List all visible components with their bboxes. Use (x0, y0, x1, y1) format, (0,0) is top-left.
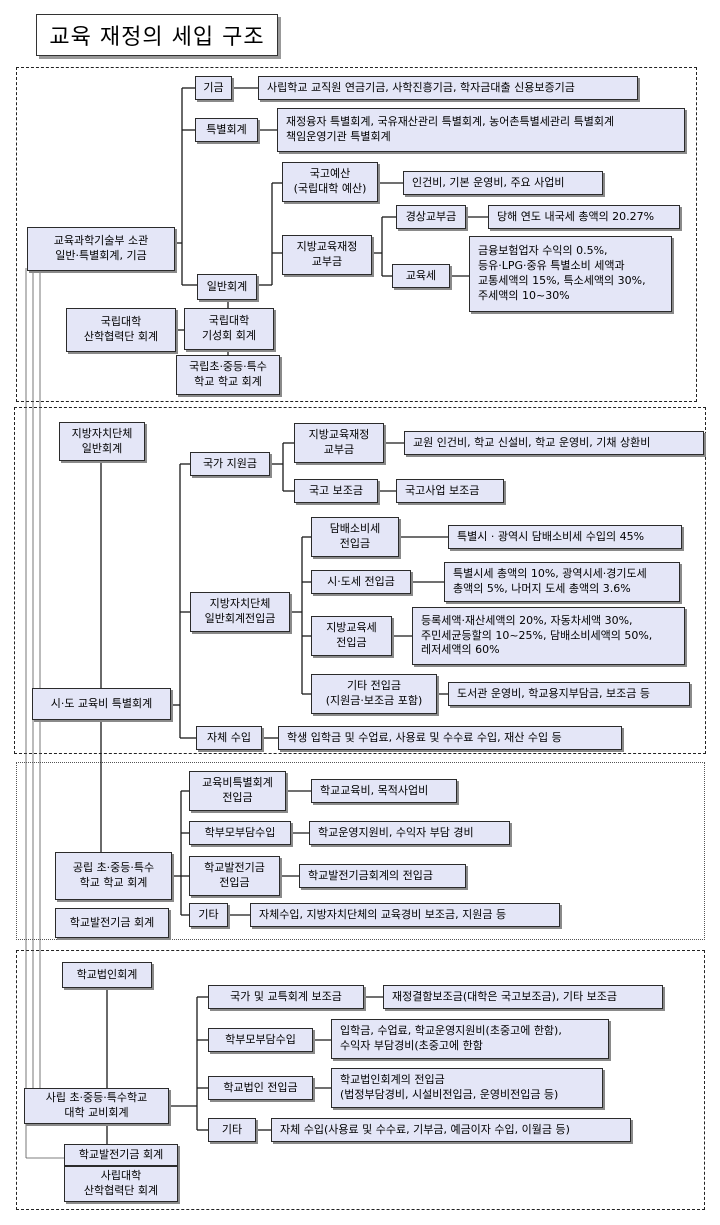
special-account-desc-box: 재정융자 특별회계, 국유재산관리 특별회계, 농어촌특별세관리 특별회계 책임… (277, 108, 685, 152)
natl-school-account-box: 국립초·중등·특수 학교 학교 회계 (176, 355, 280, 395)
corp-transfer-box: 학교법인 전입금 (208, 1076, 313, 1100)
fund-desc-box: 사립학교 교직원 연금기금, 사학진흥기금, 학자금대출 신용보증기금 (258, 76, 638, 100)
edu-special-transfer-desc-box: 학교교육비, 목적사업비 (311, 779, 457, 803)
corp-transfer-desc-box: 학교법인회계의 전입금 (법정부담경비, 시설비전입금, 운영비전입금 등) (331, 1068, 603, 1108)
own-revenue-desc-box: 학생 입학금 및 수업료, 사용료 및 수수료 수입, 재산 수입 등 (278, 726, 622, 750)
national-budget-box: 국고예산 (국립대학 예산) (282, 162, 378, 202)
public-dev-fund-box: 학교발전기금 회계 (55, 908, 169, 938)
edu-tax-desc-box: 금융보험업자 수익의 0.5%, 등유·LPG·중유 특별소비 세액과 교통세액… (469, 236, 672, 312)
section-ministry-frame (16, 67, 697, 402)
other-transfer-box: 기타 전입금 (지원금·보조금 포함) (311, 674, 437, 714)
tobacco-transfer-desc-box: 특별시 · 광역시 담배소비세 수입의 45% (448, 525, 682, 549)
local-edu-grant-box: 지방교육재정 교부금 (282, 235, 372, 275)
general-account-box: 일반회계 (197, 274, 257, 300)
private-school-account-box: 사립 초·중등·특수학교 대학 교비회계 (24, 1088, 169, 1124)
natl-univ-dev-box: 국립대학 기성회 회계 (184, 308, 274, 350)
dev-fund-transfer-box: 학교발전기금 전입금 (189, 856, 280, 896)
city-tax-transfer-box: 시·도세 전입금 (311, 570, 411, 594)
national-support-box: 국가 지원금 (190, 452, 270, 476)
tobacco-transfer-box: 담배소비세 전입금 (311, 517, 399, 557)
private-parent-share-desc-box: 입학금, 수업료, 학교운영지원비(초중고에 한함), 수익자 부담경비(초중고… (331, 1019, 609, 1059)
parent-share-desc-box: 학교운영지원비, 수익자 부담 경비 (309, 821, 510, 845)
natl-univ-industry-box: 국립대학 산학협력단 회계 (66, 308, 176, 352)
local-gov-account-box: 지방자치단체 일반회계 (59, 422, 145, 461)
dev-fund-transfer-desc-box: 학교발전기금회계의 전입금 (299, 864, 466, 888)
ordinary-grant-desc-box: 당해 연도 내국세 총액의 20.27% (488, 205, 680, 229)
section-private-school-frame (16, 950, 705, 1210)
local-grant-desc-box: 교원 인건비, 학교 신설비, 학교 운영비, 기채 상환비 (404, 431, 704, 455)
section-public-school-frame (16, 762, 705, 940)
private-parent-share-box: 학부모부담수입 (208, 1028, 313, 1052)
public-other-desc-box: 자체수입, 지방자치단체의 교육경비 보조금, 지원금 등 (250, 903, 560, 927)
city-tax-transfer-desc-box: 특별시세 총액의 10%, 광역시세·경기도세 총액의 5%, 나머지 도세 총… (444, 562, 680, 602)
ordinary-grant-box: 경상교부금 (396, 205, 466, 229)
national-special-subsidy-box: 국가 및 교특회계 보조금 (208, 985, 364, 1009)
edu-tax-box: 교육세 (392, 264, 450, 288)
private-other-box: 기타 (208, 1118, 256, 1142)
edu-special-account-box: 시·도 교육비 특별회계 (32, 688, 171, 720)
fund-box: 기금 (195, 76, 232, 100)
school-corp-account-box: 학교법인회계 (62, 962, 152, 988)
edu-special-transfer-box: 교육비특별회계 전입금 (189, 771, 286, 811)
local-edu-tax-desc-box: 등록세액·재산세액의 20%, 자동차세액 30%, 주민세균등할의 10~25… (412, 607, 685, 665)
page-title: 교육 재정의 세입 구조 (36, 14, 278, 56)
local-edu-tax-box: 지방교육세 전입금 (311, 616, 392, 656)
national-special-subsidy-desc-box: 재정결함보조금(대학은 국고보조금), 기타 보조금 (383, 985, 663, 1009)
own-revenue-box: 자체 수입 (196, 726, 262, 750)
public-school-account-box: 공립 초·중등·특수 학교 학교 회계 (55, 852, 172, 900)
ministry-account-box: 교육과학기술부 소관 일반·특별회계, 기금 (27, 227, 175, 271)
national-subsidy-desc-box: 국고사업 보조금 (396, 479, 504, 503)
national-subsidy-box: 국고 보조금 (294, 479, 378, 503)
local-gov-transfer-box: 지방자치단체 일반회계전입금 (190, 592, 290, 632)
national-budget-desc-box: 인건비, 기본 운영비, 주요 사업비 (403, 171, 603, 195)
special-account-box: 특별회계 (195, 118, 258, 142)
private-univ-industry-box: 사립대학 산학협력단 회계 (64, 1166, 178, 1202)
parent-share-box: 학부모부담수입 (189, 821, 291, 845)
other-transfer-desc-box: 도서관 운영비, 학교용지부담금, 보조금 등 (448, 682, 690, 706)
section-local-frame (14, 407, 706, 754)
private-dev-fund-box: 학교발전기금 회계 (64, 1144, 178, 1166)
local-grant-box: 지방교육재정 교부금 (294, 423, 384, 463)
private-other-desc-box: 자체 수입(사용료 및 수수료, 기부금, 예금이자 수입, 이월금 등) (271, 1118, 631, 1142)
public-other-box: 기타 (189, 903, 228, 927)
